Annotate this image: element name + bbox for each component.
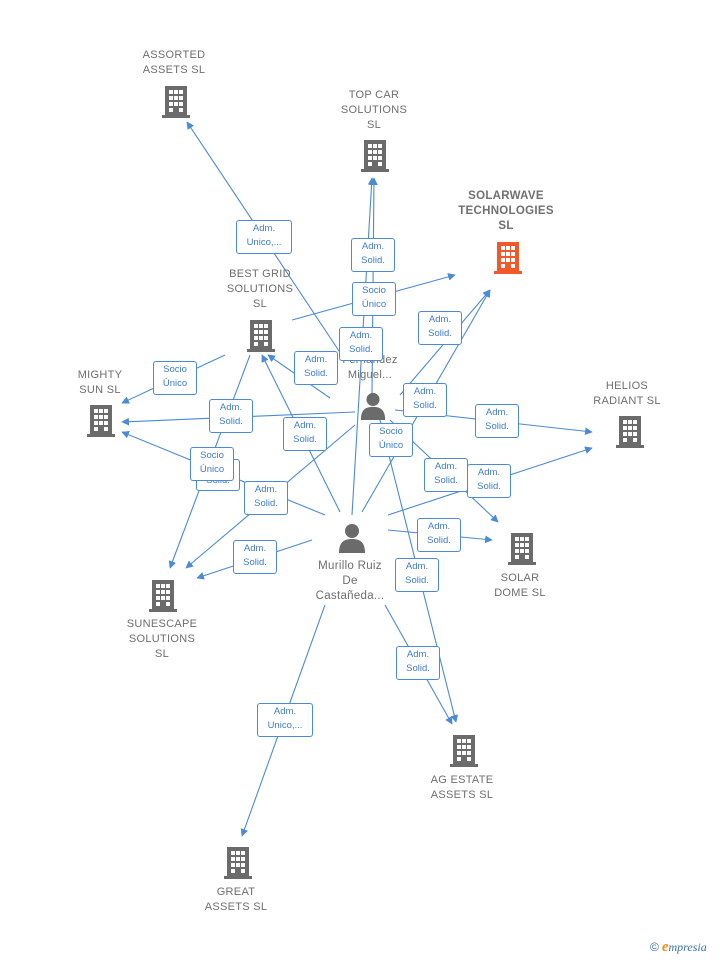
edge-label: Adm. Solid. [417, 518, 461, 552]
edge-label: Adm. Solid. [395, 558, 439, 592]
company-best-grid-solutions[interactable]: BEST GRID SOLUTIONS SL [226, 268, 294, 310]
company-ag-estate-assets[interactable]: AG ESTATE ASSETS SL [430, 774, 494, 801]
edge-label: Socio Único [190, 447, 234, 481]
copyright-icon: © [650, 940, 659, 954]
person-icon [339, 524, 365, 553]
building-icon [149, 580, 177, 612]
edge-label: Socio Único [369, 423, 413, 457]
building-icon [361, 140, 389, 172]
edge-label: Socio Único [352, 282, 396, 316]
edge-label: Adm. Solid. [475, 404, 519, 438]
company-great-assets[interactable]: GREAT ASSETS SL [204, 886, 268, 913]
edge-label: Adm. Solid. [244, 481, 288, 515]
edge-label: Adm. Unico,... [236, 220, 292, 254]
edge-label: Adm. Solid. [294, 351, 338, 385]
edge-label: Adm. Solid. [233, 540, 277, 574]
edge-label: Adm. Solid. [403, 383, 447, 417]
edge-label: Adm. Unico,... [257, 703, 313, 737]
edge-label: Socio Único [153, 361, 197, 395]
building-icon [494, 242, 522, 274]
person-murillo-ruiz[interactable]: Murillo Ruiz De Castañeda... [315, 560, 385, 602]
company-top-car-solutions[interactable]: TOP CAR SOLUTIONS SL [340, 89, 408, 131]
edge-label: Adm. Solid. [209, 399, 253, 433]
company-assorted-assets[interactable]: ASSORTED ASSETS SL [142, 49, 206, 76]
edge-label: Adm. Solid. [467, 464, 511, 498]
building-icon [508, 533, 536, 565]
company-mighty-sun[interactable]: MIGHTY SUN SL [77, 369, 123, 396]
company-solar-dome[interactable]: SOLAR DOME SL [494, 572, 546, 599]
company-solarwave-technologies[interactable]: SOLARWAVE TECHNOLOGIES SL [458, 190, 554, 232]
person-icon [360, 392, 386, 420]
building-icon [224, 847, 252, 879]
edge-label: Adm. Solid. [396, 646, 440, 680]
building-icon [616, 416, 644, 448]
edge-label: Adm. Solid. [283, 417, 327, 451]
edge-label: Adm. Solid. [351, 238, 395, 272]
building-icon [450, 735, 478, 767]
brand-logo: ©empresia [650, 939, 707, 955]
building-icon [162, 86, 190, 118]
company-helios-radiant[interactable]: HELIOS RADIANT SL [593, 380, 661, 407]
company-sunescape-solutions[interactable]: SUNESCAPE SOLUTIONS SL [126, 618, 198, 660]
building-icon [87, 405, 115, 437]
building-icon [247, 320, 275, 352]
edge-label: Adm. Solid. [418, 311, 462, 345]
edge-label: Adm. Solid. [424, 458, 468, 492]
edge-label: Adm. Solid. [339, 327, 383, 361]
